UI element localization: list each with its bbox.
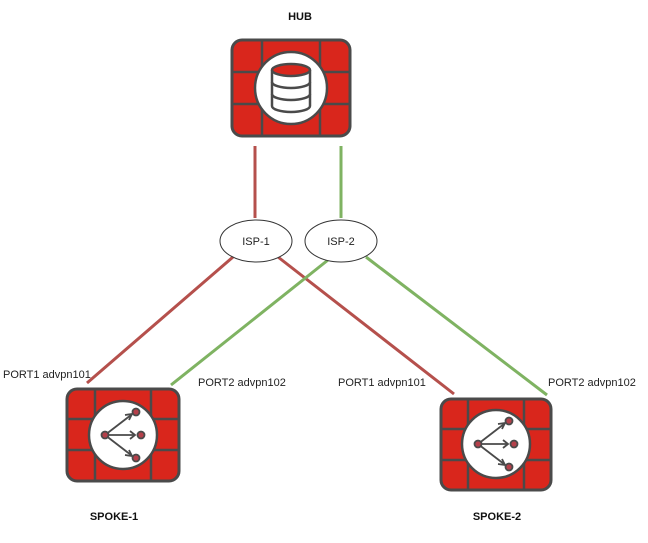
database-icon: [270, 62, 312, 114]
spoke1-device[interactable]: [65, 387, 181, 483]
link-isp2-spoke2: [365, 255, 548, 397]
hub-title: HUB: [288, 11, 312, 23]
distribution-arrows-icon: [100, 407, 146, 463]
distribution-arrows-icon: [473, 416, 519, 472]
spoke2-port1-label: PORT1 advpn101: [338, 377, 426, 389]
spoke2-title: SPOKE-2: [473, 511, 521, 523]
spoke2-device[interactable]: [439, 397, 553, 492]
isp1-label: ISP-1: [242, 236, 270, 248]
isp2-node[interactable]: ISP-2: [304, 219, 378, 263]
link-isp2-spoke1: [170, 258, 329, 387]
isp1-node[interactable]: ISP-1: [219, 219, 293, 263]
spoke1-port1-label: PORT1 advpn101: [3, 369, 91, 381]
spoke2-port2-label: PORT2 advpn102: [548, 377, 636, 389]
link-isp1-spoke2: [277, 255, 455, 396]
spoke1-port2-label: PORT2 advpn102: [198, 377, 286, 389]
hub-device[interactable]: [230, 38, 352, 138]
isp2-label: ISP-2: [327, 236, 355, 248]
link-isp1-spoke1: [86, 255, 234, 385]
spoke1-title: SPOKE-1: [90, 511, 138, 523]
